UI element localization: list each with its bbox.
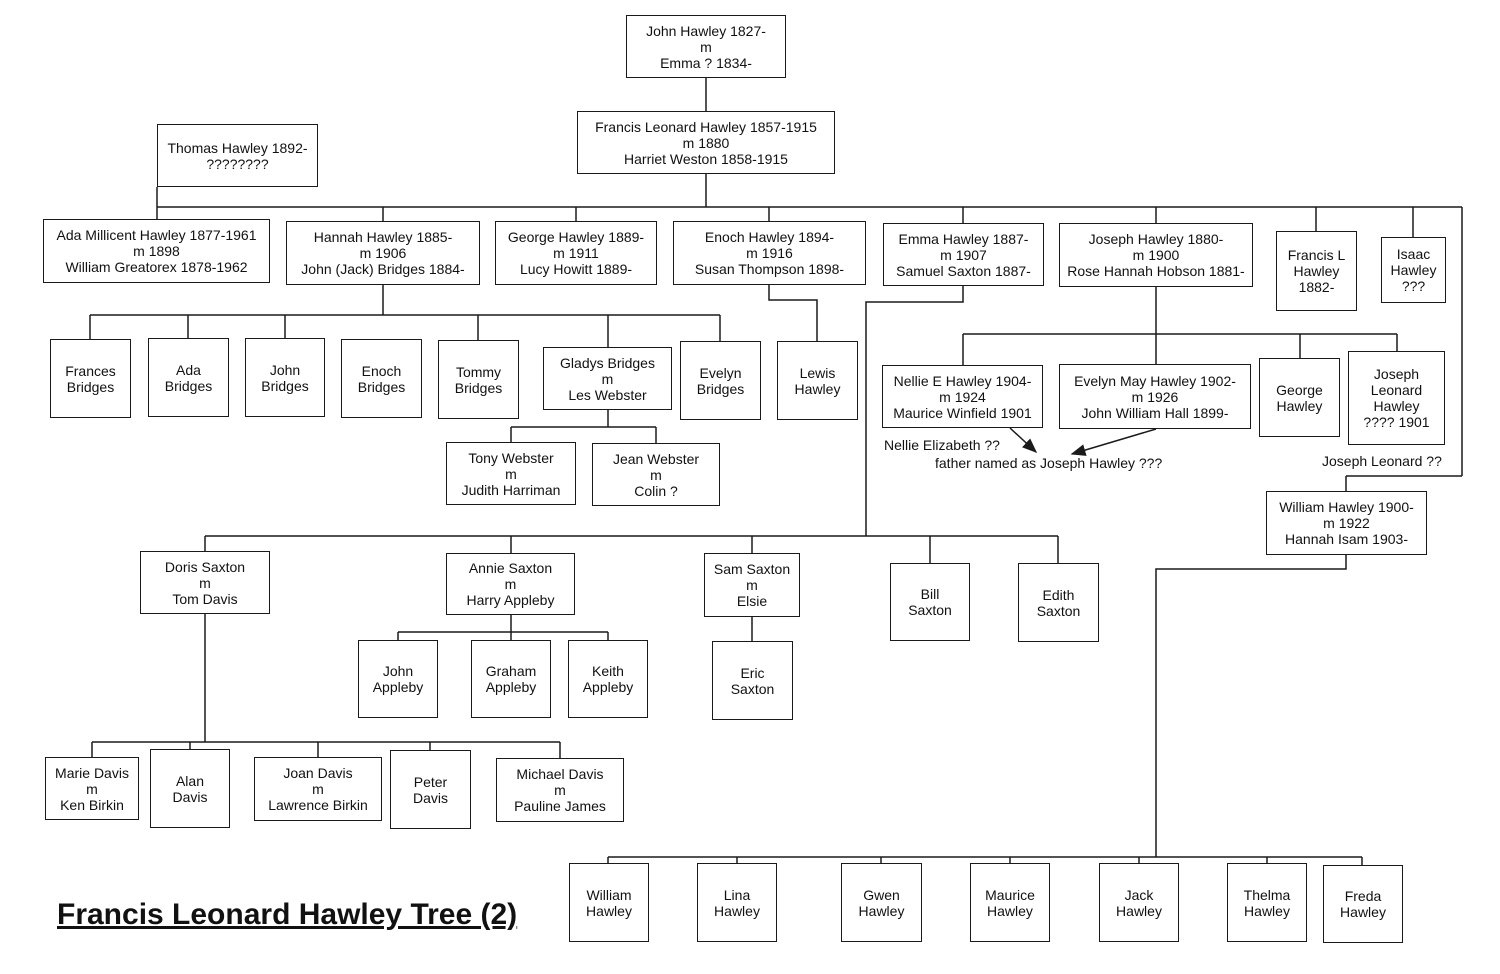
note-father-named: father named as Joseph Hawley ??? (935, 455, 1163, 471)
person-box-emma-hawley: Emma Hawley 1887- m 1907 Samuel Saxton 1… (883, 223, 1044, 286)
person-box-lewis-hawley: Lewis Hawley (777, 341, 858, 420)
person-box-joseph-leonard-hawley: Joseph Leonard Hawley ???? 1901 (1348, 351, 1445, 445)
person-box-michael-davis: Michael Davis m Pauline James (496, 758, 624, 822)
person-box-marie-davis: Marie Davis m Ken Birkin (45, 757, 139, 820)
person-box-frances-bridges: Frances Bridges (50, 339, 131, 418)
person-box-john-appleby: John Appleby (358, 640, 438, 718)
person-box-bill-saxton: Bill Saxton (890, 563, 970, 641)
person-box-sam-saxton: Sam Saxton m Elsie (704, 553, 800, 617)
person-box-hannah-hawley: Hannah Hawley 1885- m 1906 John (Jack) B… (286, 221, 480, 285)
person-box-joan-davis: Joan Davis m Lawrence Birkin (254, 757, 382, 821)
person-box-joseph-hawley: Joseph Hawley 1880- m 1900 Rose Hannah H… (1059, 223, 1253, 287)
person-box-jean-webster: Jean Webster m Colin ? (592, 443, 720, 506)
person-box-gwen-hawley: Gwen Hawley (841, 863, 922, 942)
person-box-edith-saxton: Edith Saxton (1018, 563, 1099, 642)
person-box-francis-leonard-hawley: Francis Leonard Hawley 1857-1915 m 1880 … (577, 111, 835, 174)
person-box-ada-bridges: Ada Bridges (148, 338, 229, 417)
person-box-lina-hawley: Lina Hawley (697, 863, 777, 942)
arrow-connector (1070, 428, 1157, 456)
person-box-keith-appleby: Keith Appleby (568, 640, 648, 718)
person-box-george-hawley: George Hawley (1259, 358, 1340, 437)
person-box-jack-hawley: Jack Hawley (1099, 863, 1179, 942)
person-box-john-bridges: John Bridges (245, 338, 325, 417)
person-box-tony-webster: Tony Webster m Judith Harriman (446, 442, 576, 505)
person-box-thelma-hawley: Thelma Hawley (1227, 863, 1307, 942)
person-box-freda-hawley: Freda Hawley (1323, 865, 1403, 943)
connector (768, 285, 818, 341)
person-box-graham-appleby: Graham Appleby (471, 640, 551, 718)
person-box-john-hawley: John Hawley 1827- m Emma ? 1834- (626, 15, 786, 78)
person-box-william-hawley: William Hawley (569, 863, 649, 942)
person-box-doris-saxton: Doris Saxton m Tom Davis (140, 551, 270, 614)
person-box-ada-millicent-hawley: Ada Millicent Hawley 1877-1961 m 1898 Wi… (43, 219, 270, 283)
person-box-eric-saxton: Eric Saxton (712, 641, 793, 720)
person-box-william-hawley-1900: William Hawley 1900- m 1922 Hannah Isam … (1266, 491, 1427, 555)
arrow-connector (1009, 427, 1038, 454)
person-box-francis-l-hawley: Francis L Hawley 1882- (1276, 231, 1357, 311)
note-joseph-leonard: Joseph Leonard ?? (1322, 453, 1442, 469)
person-box-nellie-e-hawley: Nellie E Hawley 1904- m 1924 Maurice Win… (882, 365, 1043, 428)
person-box-george-hawley-1889: George Hawley 1889- m 1911 Lucy Howitt 1… (495, 221, 657, 285)
note-nellie-elizabeth: Nellie Elizabeth ?? (884, 437, 1000, 453)
person-box-isaac-hawley: Isaac Hawley ??? (1381, 237, 1446, 303)
person-box-tommy-bridges: Tommy Bridges (438, 340, 519, 419)
person-box-evelyn-bridges: Evelyn Bridges (680, 341, 761, 420)
person-box-thomas-hawley: Thomas Hawley 1892- ???????? (157, 124, 318, 187)
person-box-evelyn-may-hawley: Evelyn May Hawley 1902- m 1926 John Will… (1059, 364, 1251, 429)
person-box-alan-davis: Alan Davis (150, 749, 230, 828)
person-box-enoch-hawley: Enoch Hawley 1894- m 1916 Susan Thompson… (673, 221, 866, 285)
person-box-annie-saxton: Annie Saxton m Harry Appleby (446, 553, 575, 615)
person-box-peter-davis: Peter Davis (390, 750, 471, 829)
connector (1155, 555, 1347, 857)
connector (865, 286, 964, 536)
person-box-maurice-hawley: Maurice Hawley (970, 863, 1050, 942)
person-box-gladys-bridges: Gladys Bridges m Les Webster (543, 347, 672, 410)
person-box-enoch-bridges: Enoch Bridges (341, 339, 422, 418)
diagram-title: Francis Leonard Hawley Tree (2) (57, 898, 518, 931)
